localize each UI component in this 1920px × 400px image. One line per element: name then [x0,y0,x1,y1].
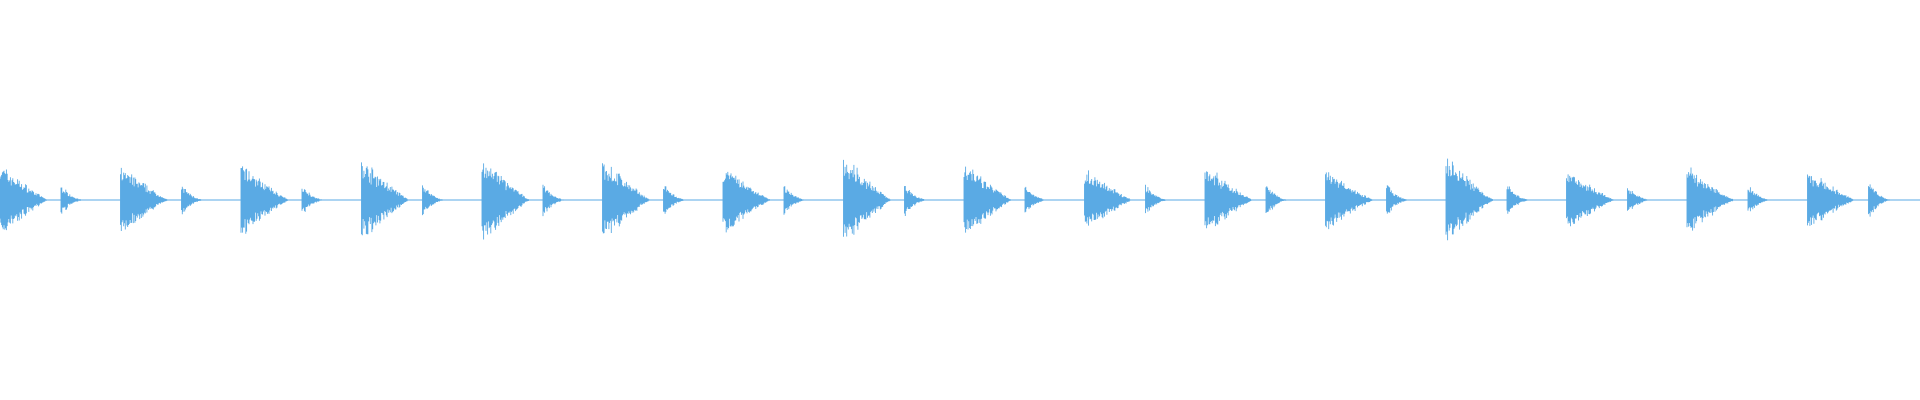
waveform-hit-secondary [1506,186,1534,214]
waveform-hit-secondary [1145,184,1172,214]
waveform-hit-secondary [904,186,931,216]
waveform-hit-secondary [783,186,811,215]
waveform-hit-main [722,171,772,233]
waveform-beat [0,169,88,231]
waveform-beat [602,163,690,234]
waveform-hit-main [481,163,531,240]
waveform-hit-main [843,159,892,237]
waveform-hit-main [1686,167,1736,231]
waveform-hit-secondary [542,184,570,217]
waveform-beat [1204,171,1293,229]
waveform-hit-main [1445,158,1495,241]
waveform-hit-main [0,169,49,231]
waveform-beat [843,159,931,237]
waveform-hit-secondary [1265,186,1293,213]
waveform-hit-main [361,162,410,236]
waveform-hit-secondary [1868,184,1895,217]
waveform-hit-main [1084,170,1133,226]
waveform-hit-secondary [1747,187,1775,212]
waveform-hit-main [240,166,290,234]
waveform-hit-main [120,167,169,232]
waveform-beat [1325,172,1413,230]
waveform-beat [1566,174,1654,227]
waveform-beats [0,158,1895,241]
waveform-hit-secondary [1386,185,1413,214]
waveform-hit-main [963,166,1013,233]
waveform-beat [1807,174,1895,226]
waveform-beat [1445,158,1534,241]
waveform-beat [240,166,329,234]
waveform-hit-secondary [1024,186,1052,213]
waveform-beat [481,163,570,240]
waveform-beat [1686,167,1775,231]
waveform-beat [1084,170,1172,226]
waveform-beat [722,171,811,233]
waveform-hit-secondary [663,186,690,214]
waveform-beat [361,162,449,236]
waveform-hit-secondary [60,187,88,214]
waveform-beat [963,166,1052,233]
waveform-hit-main [602,163,651,234]
waveform-hit-secondary [1627,188,1654,211]
waveform-hit-secondary [422,185,449,216]
waveform-hit-main [1325,172,1374,230]
waveform-hit-main [1566,174,1615,227]
waveform-hit-secondary [181,186,208,215]
waveform-hit-secondary [301,188,329,212]
waveform-beat [120,167,208,232]
waveform-hit-main [1204,171,1254,229]
waveform-hit-main [1807,174,1856,226]
